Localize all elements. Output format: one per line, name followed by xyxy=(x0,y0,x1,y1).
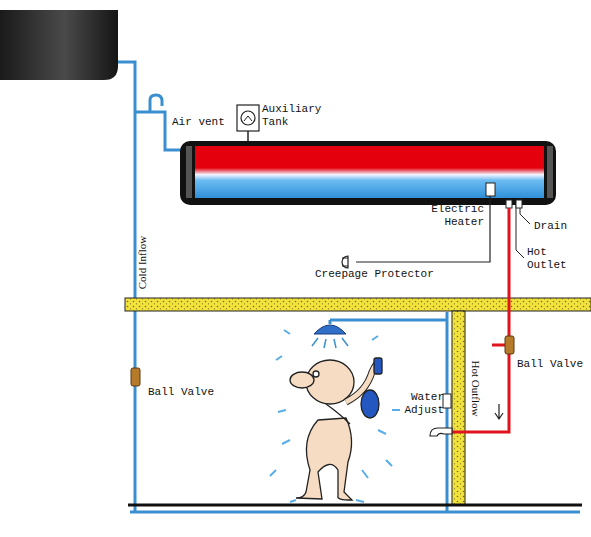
wall xyxy=(452,311,465,505)
heater-tank xyxy=(180,141,556,205)
electric-heater xyxy=(342,183,495,268)
hot-pipe xyxy=(452,208,509,432)
shower-head xyxy=(312,320,348,348)
part-label: Air vent xyxy=(172,116,225,129)
floor xyxy=(128,504,582,507)
part-label: Hot Outlet xyxy=(527,246,575,272)
auxiliary-tank xyxy=(237,105,259,144)
pipe-label: Cold Inflow xyxy=(136,235,149,288)
air-vent xyxy=(150,95,162,112)
cold-pipe xyxy=(118,62,580,512)
part-label: Ball Valve xyxy=(517,358,583,371)
part-label: Drain xyxy=(534,220,567,233)
part-label: Water Adjust xyxy=(400,391,444,417)
water-splash xyxy=(270,330,400,502)
part-label: Electric Heater xyxy=(424,203,484,229)
part-label: Ball Valve xyxy=(148,386,214,399)
water-tower xyxy=(0,10,118,80)
ceiling xyxy=(125,298,591,311)
pipe-label: Hot Outflow xyxy=(469,360,482,416)
bather-figure xyxy=(290,358,382,500)
part-label: Creepage Protector xyxy=(315,268,434,281)
flow-arrow xyxy=(495,404,503,419)
part-label: Auxiliary Tank xyxy=(262,103,332,129)
